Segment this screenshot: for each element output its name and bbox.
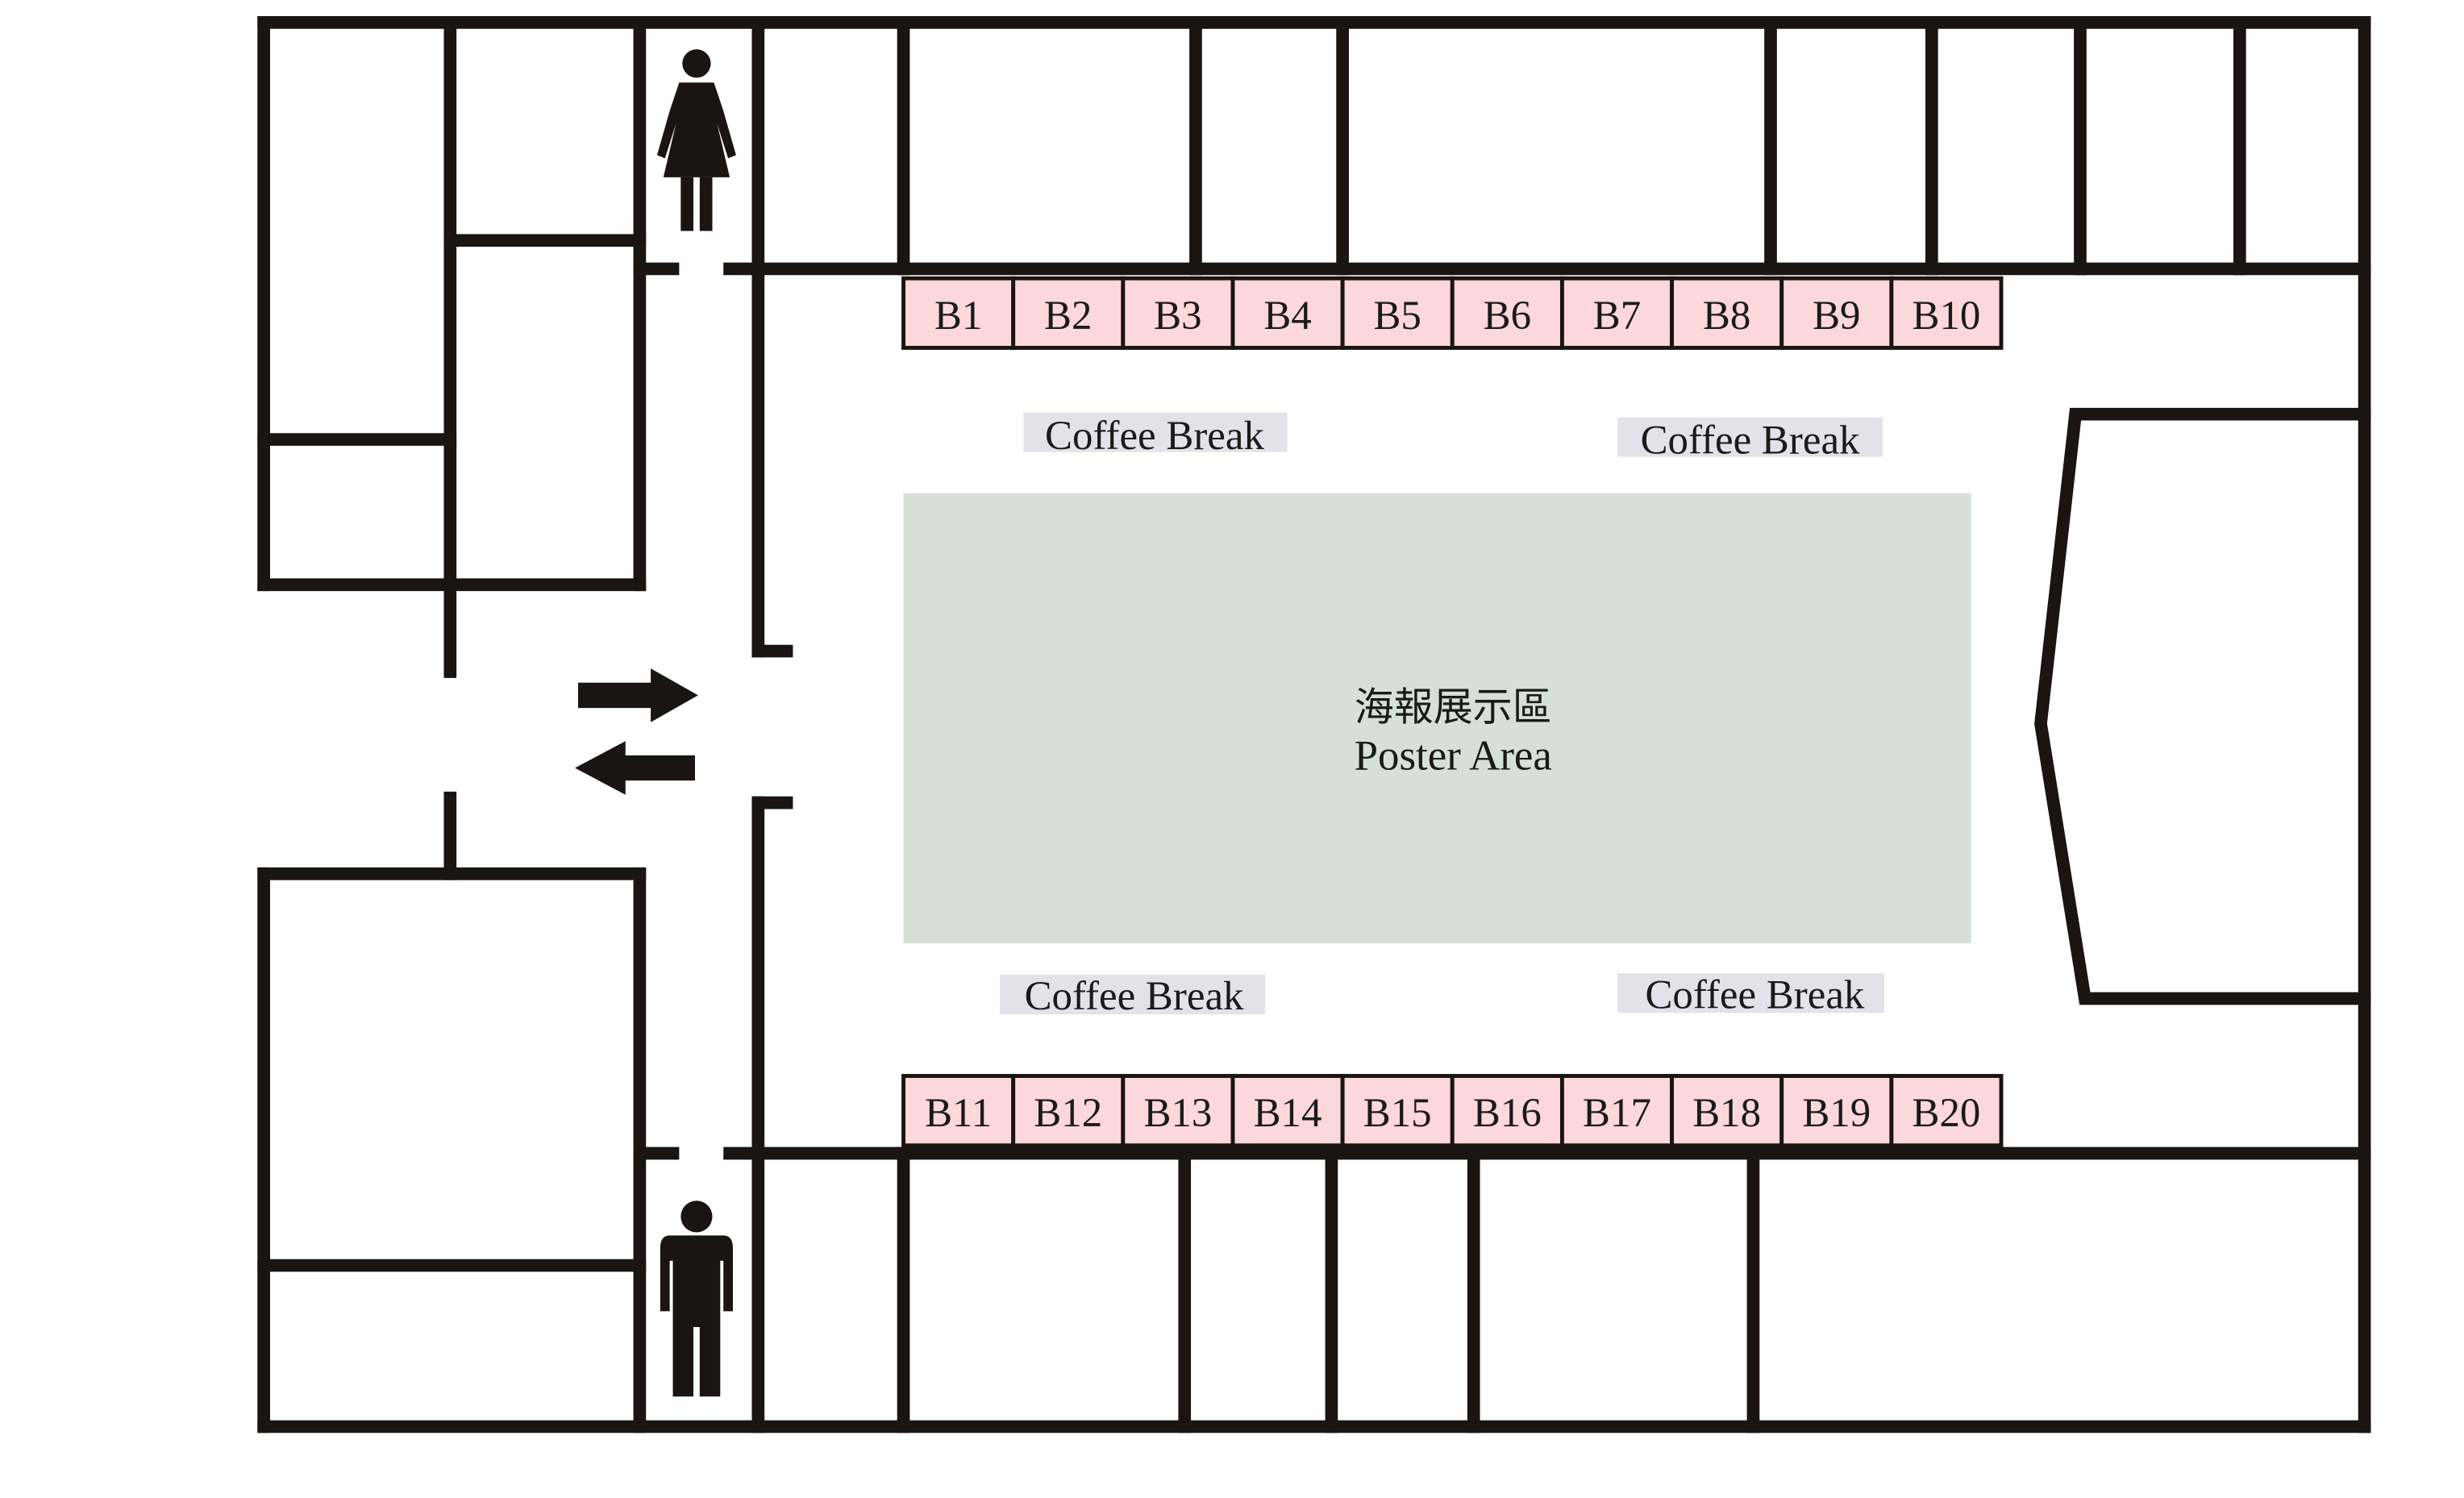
- booth-label: B1: [934, 293, 982, 339]
- booth-label: B9: [1813, 293, 1860, 339]
- booth-b10: B10: [1889, 276, 2004, 350]
- svg-text:Coffee Break: Coffee Break: [1645, 972, 1864, 1017]
- booth-box: [1670, 276, 1784, 350]
- booth-box: [1011, 1074, 1126, 1148]
- booth-b8: B8: [1670, 276, 1784, 350]
- booth-b20: B20: [1889, 1074, 2004, 1148]
- booth-box: [1340, 276, 1455, 350]
- booth-label: B12: [1034, 1091, 1102, 1136]
- booth-b17: B17: [1559, 1074, 1675, 1148]
- booth-b7: B7: [1559, 276, 1675, 350]
- booth-row-bottom: B11 B12 B13 B14 B15 B16 B17 B18 B19 B20: [901, 1074, 2004, 1148]
- booth-label: B10: [1913, 293, 1981, 339]
- booth-label: B3: [1154, 293, 1201, 339]
- booth-box: [901, 1074, 1016, 1148]
- svg-text:Coffee Break: Coffee Break: [1641, 418, 1860, 464]
- booth-label: B5: [1373, 293, 1421, 339]
- booth-b14: B14: [1230, 1074, 1345, 1148]
- booth-label: B19: [1802, 1091, 1871, 1136]
- booth-label: B6: [1484, 293, 1531, 339]
- coffee-break-area: Coffee Break: [1023, 412, 1288, 459]
- booth-label: B17: [1583, 1091, 1651, 1136]
- svg-text:Coffee Break: Coffee Break: [1025, 974, 1244, 1019]
- booth-b2: B2: [1011, 276, 1126, 350]
- booth-box: [1230, 1074, 1345, 1148]
- booth-label: B13: [1143, 1091, 1212, 1136]
- booth-label: B2: [1044, 293, 1092, 339]
- booth-b3: B3: [1121, 276, 1235, 350]
- booth-label: B11: [925, 1091, 992, 1136]
- booth-label: B15: [1363, 1091, 1432, 1136]
- booth-b13: B13: [1121, 1074, 1235, 1148]
- booth-box: [1559, 1074, 1675, 1148]
- booth-label: B18: [1692, 1091, 1761, 1136]
- booth-label: B8: [1703, 293, 1750, 339]
- svg-text:Coffee Break: Coffee Break: [1045, 414, 1264, 459]
- booth-b19: B19: [1779, 1074, 1894, 1148]
- poster-area-label-zh: 海報展示區: [1355, 685, 1552, 730]
- booth-box: [1559, 276, 1675, 350]
- booth-box: [1450, 276, 1564, 350]
- booth-label: B20: [1913, 1091, 1981, 1136]
- booth-label: B7: [1593, 293, 1641, 339]
- booth-row-top: B1 B2 B3 B4 B5 B6 B7 B8 B9 B10: [901, 276, 2004, 350]
- booth-box: [1889, 276, 2004, 350]
- mens-restroom-icon: [660, 1200, 733, 1397]
- booth-box: [1011, 276, 1126, 350]
- arrow-right-icon: [577, 668, 698, 722]
- booth-box: [1889, 1074, 2004, 1148]
- poster-area: [903, 493, 1971, 943]
- arrow-left-icon: [575, 741, 695, 795]
- booth-label: B14: [1254, 1091, 1322, 1136]
- womens-restroom-icon: [656, 49, 736, 231]
- booth-box: [1779, 1074, 1894, 1148]
- poster-area-label-en: Poster Area: [1355, 732, 1552, 779]
- booth-b11: B11: [901, 1074, 1016, 1148]
- booth-b6: B6: [1450, 276, 1564, 350]
- booth-b18: B18: [1670, 1074, 1784, 1148]
- coffee-break-area: Coffee Break: [1617, 417, 1883, 464]
- walls: [257, 16, 2371, 1434]
- booth-b9: B9: [1779, 276, 1894, 350]
- coffee-break-area: Coffee Break: [1000, 974, 1266, 1019]
- booth-b4: B4: [1230, 276, 1345, 350]
- booth-label: B4: [1263, 293, 1311, 339]
- booth-b1: B1: [901, 276, 1016, 350]
- booth-box: [1779, 276, 1894, 350]
- booth-b12: B12: [1011, 1074, 1126, 1148]
- coffee-break-area: Coffee Break: [1617, 972, 1885, 1017]
- booth-b16: B16: [1450, 1074, 1564, 1148]
- booth-b5: B5: [1340, 276, 1455, 350]
- booth-b15: B15: [1340, 1074, 1455, 1148]
- booth-label: B16: [1473, 1091, 1542, 1136]
